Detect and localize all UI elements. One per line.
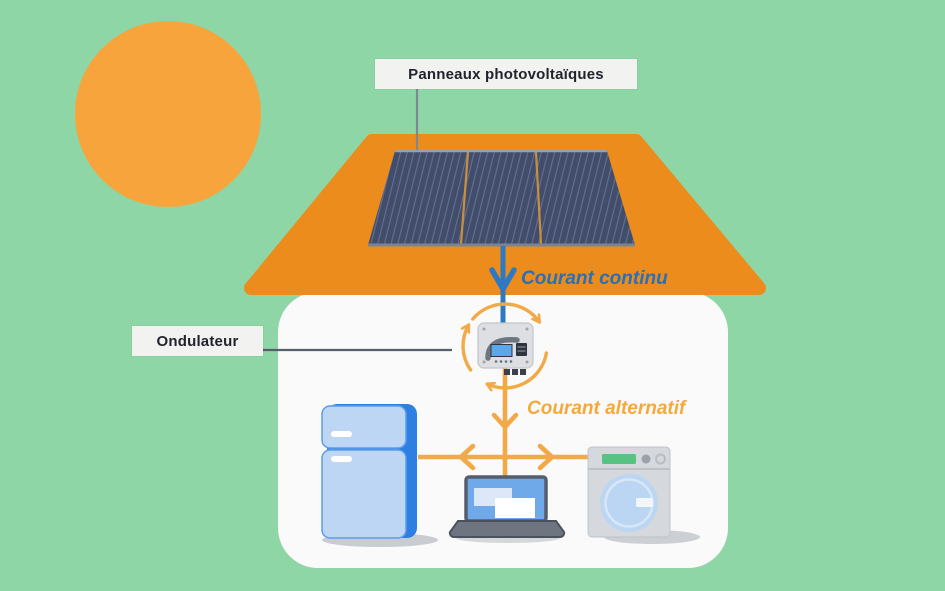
washer-knob-outline	[655, 453, 666, 465]
inverter-icon	[477, 322, 534, 375]
inverter-led	[499, 360, 503, 363]
inverter-label-text: Ondulateur	[156, 332, 239, 350]
inverter-connector	[512, 369, 518, 375]
inverter-screen	[490, 344, 513, 357]
dc-arrowhead	[489, 267, 517, 292]
washer-display	[602, 454, 636, 464]
ac-current-lines	[418, 368, 588, 478]
inverter-label-box: Ondulateur	[132, 326, 263, 356]
rotation-arc-left	[463, 325, 473, 372]
solar-panel-cells	[368, 151, 635, 245]
panels-label-box: Panneaux photovoltaïques	[375, 59, 637, 89]
washer-knob	[641, 454, 651, 464]
panel-divider-left	[459, 151, 470, 245]
ac-arrowhead-left	[458, 443, 476, 471]
inverter-screw	[525, 327, 529, 331]
inverter-swoosh	[485, 337, 520, 361]
inverter-led	[494, 360, 498, 363]
inverter-connector	[520, 369, 526, 375]
dc-current-label: Courant continu	[521, 268, 668, 289]
rotation-arc-top	[471, 302, 542, 322]
inverter-screw	[525, 360, 529, 364]
rotation-arrows-icon	[463, 302, 549, 388]
dc-current-arrow	[489, 246, 517, 325]
rotation-arc-bottom	[487, 351, 549, 388]
laptop-icon	[448, 475, 566, 543]
solar-panel-icon	[368, 149, 635, 247]
sun-icon	[75, 21, 261, 207]
washer-door	[600, 474, 658, 532]
fridge-main-door	[321, 449, 407, 539]
panels-label-text: Panneaux photovoltaïques	[408, 65, 604, 83]
ac-arrowhead-down	[491, 412, 519, 430]
fridge-handle-bottom	[331, 456, 352, 462]
ac-arrowhead-right	[537, 443, 555, 471]
washing-machine-icon	[587, 446, 700, 544]
laptop-base	[448, 520, 566, 538]
inverter-connector	[504, 369, 510, 375]
washer-door-handle	[636, 498, 653, 507]
inverter-led	[509, 360, 513, 363]
ac-current-label: Courant alternatif	[527, 398, 686, 419]
inverter-led	[504, 360, 508, 363]
inverter-keypad	[516, 343, 527, 356]
laptop-window-2	[495, 498, 535, 518]
inverter-screw	[482, 327, 486, 331]
refrigerator-icon	[321, 404, 438, 547]
inverter-screw	[482, 360, 486, 364]
panel-divider-right	[534, 151, 543, 245]
fridge-handle-top	[331, 431, 352, 437]
fridge-freezer-door	[321, 405, 407, 449]
